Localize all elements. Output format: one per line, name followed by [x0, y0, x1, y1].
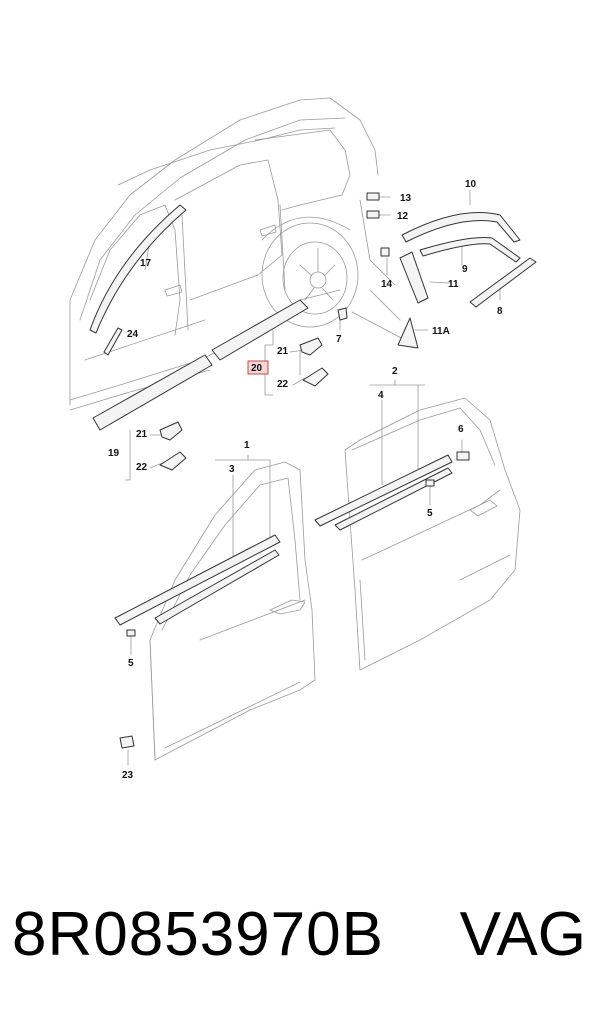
part-8-seal [469, 257, 537, 308]
callout-22b: 22 [136, 462, 148, 473]
part-20-door-trim [211, 299, 309, 361]
part-22-clip-b [159, 451, 187, 471]
callout-14: 14 [381, 279, 393, 290]
callout-6: 6 [458, 424, 464, 435]
part-21-clip-a [299, 337, 323, 356]
callout-19: 19 [108, 448, 120, 459]
part-3-strip-outer [114, 534, 281, 626]
callout-labels: 1 2 3 4 5 5 6 7 8 9 10 11 11A 12 13 14 1… [108, 179, 503, 781]
callout-20: 20 [251, 363, 263, 374]
callout-11a: 11A [432, 326, 450, 337]
front-door-outline [149, 461, 316, 761]
callout-3: 3 [229, 464, 235, 475]
callout-9: 9 [462, 264, 468, 275]
part-23-plug [119, 735, 135, 749]
footer: 8R0853970B VAG [0, 895, 600, 975]
brand-label: VAG [459, 900, 586, 969]
part-number: 8R0853970B [12, 900, 384, 969]
part-17-trim [89, 204, 187, 334]
callout-21a: 21 [277, 346, 289, 357]
part-5-clip-rear [425, 479, 435, 487]
part-11-pillar [399, 251, 429, 304]
leader-lines [111, 189, 501, 766]
callout-21b: 21 [136, 429, 148, 440]
callout-2: 2 [392, 366, 398, 377]
part-22-clip-a [302, 367, 329, 387]
callout-11: 11 [448, 279, 459, 290]
part-9-strip [419, 237, 521, 263]
callout-5b: 5 [427, 508, 433, 519]
callout-12: 12 [397, 211, 409, 222]
parts-diagram: 1 2 3 4 5 5 6 7 8 9 10 11 11A 12 13 14 1… [69, 97, 537, 781]
part-19-sill-trim [92, 354, 213, 431]
callout-10: 10 [465, 179, 477, 190]
part-10-roof-trim [401, 212, 521, 243]
part-3-strip-inner [154, 549, 280, 625]
part-5-clip-front [126, 629, 136, 637]
callout-8: 8 [497, 306, 503, 317]
rear-door-outline [344, 397, 521, 671]
part-24-clip [103, 327, 123, 356]
callout-7: 7 [336, 334, 342, 345]
part-6-clip [456, 451, 470, 461]
car-body-outline [69, 97, 379, 411]
part-11a-cover [397, 317, 419, 349]
part-13-clip [366, 192, 380, 201]
part-12-clip [366, 210, 380, 219]
callout-20-highlight [247, 360, 269, 375]
callout-13: 13 [400, 193, 412, 204]
callout-4: 4 [378, 390, 384, 401]
callout-23: 23 [122, 770, 134, 781]
callout-24: 24 [127, 329, 139, 340]
callout-22a: 22 [277, 379, 289, 390]
part-14-grommet [380, 247, 390, 257]
callout-1: 1 [244, 440, 250, 451]
part-4-strip-outer [314, 454, 453, 527]
part-4-strip-inner [334, 467, 453, 531]
callout-5a: 5 [128, 658, 134, 669]
part-7-screw [337, 307, 348, 321]
callout-17: 17 [140, 258, 152, 269]
part-21-clip-b [159, 421, 183, 441]
